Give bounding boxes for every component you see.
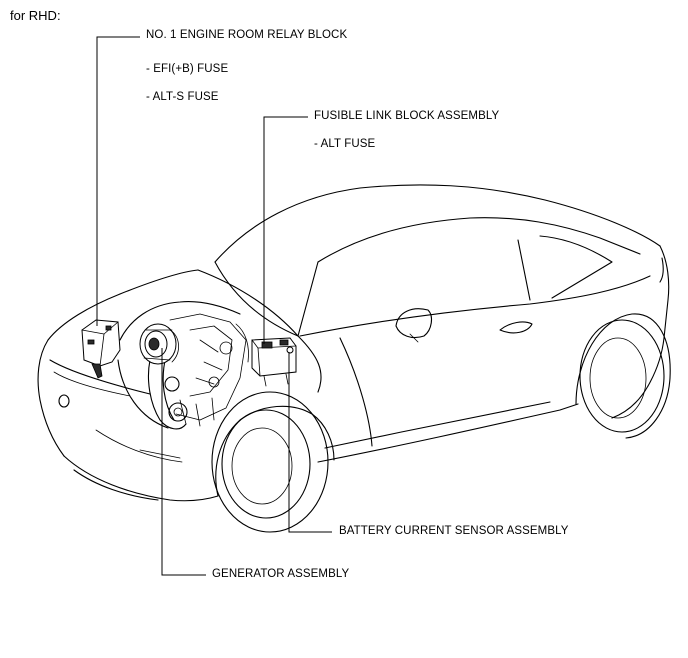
car-body-outline <box>37 184 670 502</box>
fusible-link-label: FUSIBLE LINK BLOCK ASSEMBLY <box>314 110 500 122</box>
generator-assembly <box>139 323 179 365</box>
alt-fuse-label: - ALT FUSE <box>314 138 376 150</box>
relay-block-label: NO. 1 ENGINE ROOM RELAY BLOCK <box>146 29 348 41</box>
alt-s-fuse-label: - ALT-S FUSE <box>146 91 219 103</box>
efi-fuse-label: - EFI(+B) FUSE <box>146 63 229 75</box>
battery-assembly <box>251 337 297 387</box>
engine-room-relay-block <box>81 319 121 379</box>
leader-lines <box>96 36 332 576</box>
engine-assembly <box>117 301 249 430</box>
generator-assembly-label: GENERATOR ASSEMBLY <box>212 568 350 580</box>
battery-current-sensor-label: BATTERY CURRENT SENSOR ASSEMBLY <box>339 525 569 537</box>
page-heading: for RHD: <box>10 8 61 23</box>
front-wheel <box>211 391 329 533</box>
rear-wheel <box>575 313 671 439</box>
